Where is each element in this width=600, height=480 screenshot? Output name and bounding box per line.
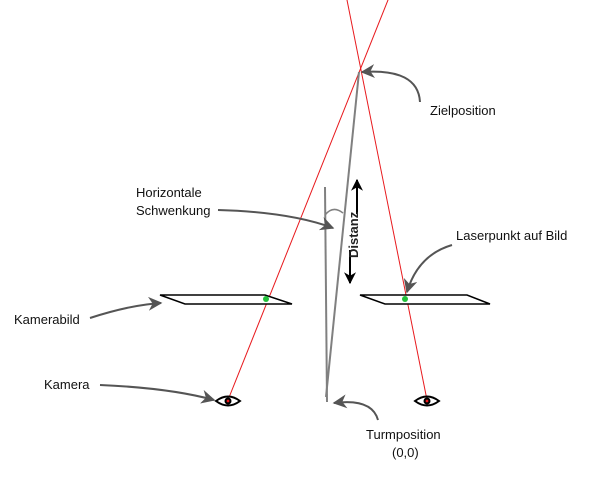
right-camera-ray <box>346 0 428 401</box>
horizontal-pan-label-line1: Horizontale <box>136 185 202 200</box>
tower-position-arrow <box>332 394 379 421</box>
right-camera-image-plane <box>359 294 491 305</box>
distance-label: Distanz <box>346 211 361 258</box>
camera-label: Kamera <box>44 377 90 392</box>
tower-position-label-line1: Turmposition <box>366 427 441 442</box>
pan-angle-arc <box>324 208 344 216</box>
target-position-arrow <box>360 64 421 103</box>
tower-distance-line <box>325 71 360 398</box>
camera-arrow <box>99 384 216 404</box>
left-camera-ray <box>227 0 389 401</box>
left-laser-dot <box>263 296 269 302</box>
right-camera-eye-icon <box>413 395 441 407</box>
camera-image-label: Kamerabild <box>14 312 80 327</box>
horizontal-pan-label-line2: Schwenkung <box>136 203 210 218</box>
left-camera-eye-icon <box>214 395 242 407</box>
left-camera-image-plane <box>159 294 293 305</box>
right-laser-dot <box>402 296 408 302</box>
tower-position-label-line2: (0,0) <box>392 445 419 460</box>
laser-point-label: Laserpunkt auf Bild <box>456 228 567 243</box>
laser-point-arrow <box>403 244 453 294</box>
tower-reference-line <box>324 186 328 403</box>
horizontal-pan-arrow <box>217 209 335 231</box>
camera-image-arrow <box>89 296 163 319</box>
target-position-label: Zielposition <box>430 103 496 118</box>
